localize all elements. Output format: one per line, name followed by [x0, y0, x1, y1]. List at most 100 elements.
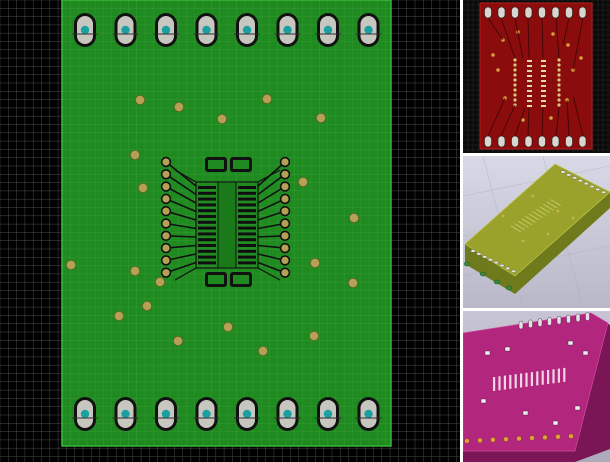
thumb-pad [484, 135, 492, 148]
header-pad[interactable] [315, 13, 341, 47]
bottom-pad-right-inner [233, 275, 249, 284]
header-pad[interactable] [112, 397, 139, 431]
pin-right[interactable] [281, 219, 289, 228]
3d-render-bottom-preview[interactable] [463, 311, 610, 462]
via[interactable] [315, 113, 326, 124]
via[interactable] [261, 94, 272, 105]
thumb-pad [578, 6, 587, 19]
pin-left[interactable] [162, 158, 170, 166]
header-pads-top[interactable] [72, 13, 382, 47]
thumb-ic-lead [527, 65, 532, 67]
via[interactable] [137, 182, 148, 193]
pin-right[interactable] [281, 195, 289, 203]
via[interactable] [222, 321, 233, 332]
thumb-3d-pad [528, 319, 533, 329]
pin-right[interactable] [281, 244, 289, 252]
bottom-layer-thumbnail[interactable] [463, 0, 610, 153]
header-pads-bottom[interactable] [72, 397, 382, 431]
via[interactable] [66, 259, 77, 270]
thumb-traces [487, 17, 584, 137]
pad-drill [364, 25, 373, 35]
pin-right[interactable] [281, 269, 289, 277]
pin-left[interactable] [162, 269, 170, 277]
thumb-pad [497, 6, 506, 19]
ic-lead-left [198, 203, 216, 207]
header-pad[interactable] [234, 397, 260, 431]
pin-right[interactable] [281, 207, 289, 215]
thumb-via [566, 43, 570, 47]
thumb-ic-lead [527, 85, 532, 87]
pad-drill [242, 25, 252, 35]
3d-top-thumbnail[interactable] [463, 156, 610, 308]
3d-render-top-preview[interactable] [463, 156, 610, 308]
header-pad[interactable] [193, 397, 220, 431]
header-pad[interactable] [153, 397, 179, 431]
thumb-3d-smd [552, 420, 559, 426]
via[interactable] [141, 300, 152, 311]
header-pad[interactable] [72, 397, 98, 431]
bottom-layer-preview[interactable] [463, 0, 610, 153]
header-pad[interactable] [315, 397, 341, 431]
thumb-3d-pad [505, 266, 511, 270]
via[interactable] [347, 277, 358, 288]
pin-left[interactable] [162, 232, 170, 240]
pad-drill [121, 409, 130, 419]
ic-lead-right [238, 244, 256, 247]
via[interactable] [129, 265, 140, 276]
header-pad[interactable] [355, 13, 382, 47]
thumb-3d-pad [583, 182, 589, 186]
pin-left[interactable] [162, 195, 170, 203]
pin-left[interactable] [162, 256, 170, 264]
via[interactable] [348, 212, 359, 223]
layout-canvas[interactable] [0, 0, 460, 462]
pin-right[interactable] [281, 256, 289, 264]
via[interactable] [114, 310, 125, 321]
pcb-2d-canvas[interactable] [0, 0, 460, 462]
via[interactable] [134, 95, 145, 106]
ic-lead-right [238, 197, 256, 201]
thumb-pad [578, 135, 587, 148]
top-pad-left-inner [208, 160, 224, 169]
header-pad[interactable] [112, 13, 139, 47]
thumb-3d-via [531, 194, 535, 198]
pin-left[interactable] [162, 244, 170, 252]
thumb-ic-lead [527, 75, 532, 77]
header-pad[interactable] [355, 397, 382, 431]
via[interactable] [173, 102, 184, 113]
pin-right[interactable] [281, 232, 289, 240]
header-pad[interactable] [234, 13, 260, 47]
thumb-3d-smd [504, 346, 511, 352]
via[interactable] [172, 335, 183, 346]
header-pad[interactable] [274, 13, 301, 47]
pin-left[interactable] [162, 170, 170, 178]
via[interactable] [309, 257, 320, 268]
thumb-via [496, 68, 500, 72]
thumb-ic-lead [527, 105, 532, 107]
ic-lead-right [238, 191, 256, 195]
thumb-pad [511, 135, 519, 148]
via[interactable] [129, 149, 140, 160]
pin-right[interactable] [281, 158, 289, 166]
header-pad[interactable] [274, 397, 301, 431]
via[interactable] [297, 176, 308, 187]
pcb-board[interactable] [61, 0, 392, 447]
header-pad[interactable] [193, 13, 220, 47]
ic-footprint[interactable] [160, 156, 291, 287]
pad-drill [283, 25, 292, 35]
via[interactable] [308, 330, 319, 341]
pin-left[interactable] [162, 207, 170, 215]
thumb-pin [557, 83, 561, 87]
ic-lead-left [198, 238, 216, 242]
header-pad[interactable] [153, 13, 179, 47]
via[interactable] [216, 114, 227, 125]
header-pad[interactable] [72, 13, 98, 47]
pin-left[interactable] [162, 219, 170, 228]
thumb-trace [514, 107, 526, 137]
pin-right[interactable] [281, 183, 289, 191]
pin-left[interactable] [162, 183, 170, 191]
red-board [479, 2, 593, 150]
via[interactable] [154, 276, 165, 287]
via[interactable] [257, 345, 268, 356]
3d-bottom-thumbnail[interactable] [463, 311, 610, 462]
pin-right[interactable] [281, 170, 289, 178]
